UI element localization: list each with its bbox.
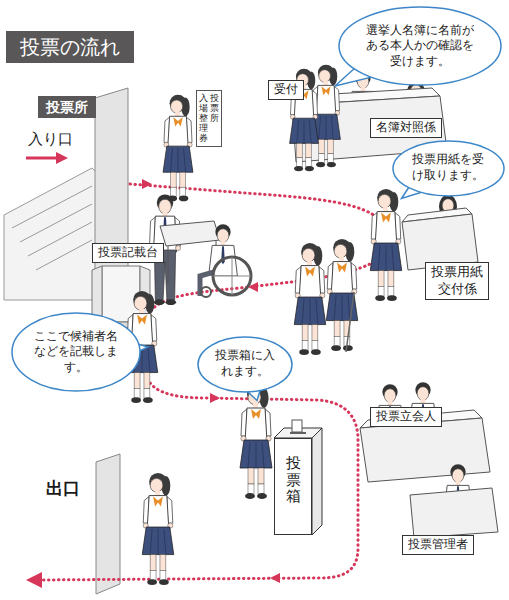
flow-arrow — [26, 572, 42, 588]
flow-arrow — [270, 573, 280, 583]
voter-figure — [142, 473, 173, 585]
assistance-area — [149, 194, 251, 305]
assistance-area — [168, 240, 216, 284]
voter-figure — [240, 385, 272, 499]
voter-figure — [370, 189, 401, 301]
role-name: 投票立会人 — [376, 409, 436, 425]
assistance-area — [160, 221, 220, 246]
speech-bubble: 投票箱に入れます。 — [197, 336, 293, 393]
walking-voters — [294, 239, 357, 355]
flow-arrow — [56, 152, 68, 164]
voter-figure — [370, 189, 401, 301]
flow-arrow — [26, 157, 58, 160]
bubble-text: 投票箱に入れます。 — [214, 348, 276, 379]
role-label: 投票記載台 — [92, 243, 164, 263]
witness-table — [360, 382, 490, 482]
ballot-box: 投票箱 — [274, 438, 312, 535]
manager-desk — [410, 464, 498, 538]
witness-table — [360, 418, 490, 482]
walking-voters — [294, 243, 325, 355]
entrance-stairs — [4, 168, 96, 300]
admission-ticket: 投票所入場整理券 — [196, 90, 222, 147]
bubble-text: 選挙人名簿に名前がある本人かの確認を受けます。 — [365, 23, 475, 70]
speech-bubble: 投票用紙を受け取ります。 — [392, 140, 505, 197]
title: 投票の流れ — [20, 34, 120, 60]
place-label: 投票所 — [38, 96, 96, 118]
bubble-outline — [339, 7, 501, 85]
flow-arrow — [210, 393, 220, 403]
role-name: 投票用紙交付係 — [431, 264, 483, 298]
exit-label-box: 出口 — [46, 478, 80, 498]
ballot-box-body — [312, 428, 322, 535]
entrance-stairs — [12, 186, 92, 270]
walking-voters — [346, 292, 354, 352]
speech-bubble: 選挙人名簿に名前がある本人かの確認を受けます。 — [338, 6, 502, 86]
voter-figure — [240, 385, 272, 499]
bubble-outline — [393, 141, 504, 196]
voter-figures — [163, 95, 193, 201]
bubble-outline — [198, 337, 292, 392]
entrance-stairs — [4, 168, 96, 300]
bubble-text: 投票用紙を受け取ります。 — [411, 152, 485, 183]
title-box: 投票の流れ — [6, 31, 134, 63]
entrance-label-box: 入り口 — [28, 130, 73, 148]
place-name: 投票所 — [46, 98, 88, 116]
role-label: 投票管理者 — [402, 535, 474, 555]
voter-figure — [142, 473, 173, 585]
role-label: 受付 — [268, 80, 304, 100]
assistance-area — [213, 257, 251, 295]
ballot-box-body — [292, 420, 302, 432]
ballot-box-text: 投票箱 — [286, 455, 301, 534]
role-label: 名簿対照係 — [370, 118, 442, 138]
assistance-area — [201, 287, 211, 297]
role-name: 投票管理者 — [408, 537, 468, 553]
bubble-text: ここで候補者名などを記載します。 — [33, 329, 119, 376]
flow-arrow — [26, 152, 280, 588]
ballot-paper-desk — [402, 208, 478, 270]
role-label: 投票用紙交付係 — [425, 262, 489, 300]
ticket-text: 入場整理券 — [199, 94, 208, 143]
walking-voters — [326, 239, 357, 351]
role-name: 投票記載台 — [98, 245, 158, 261]
speech-bubble: ここで候補者名などを記載します。 — [11, 312, 141, 392]
exit-wall — [96, 454, 120, 594]
voter-figures — [163, 65, 340, 202]
role-label: 投票立会人 — [370, 407, 442, 427]
assistance-area — [209, 224, 238, 276]
exit-label: 出口 — [46, 478, 80, 498]
assistance-area — [213, 257, 251, 295]
ballot-box-body — [274, 420, 322, 535]
entrance-label: 入り口 — [28, 130, 73, 148]
flow-arrow — [142, 179, 152, 189]
role-name: 名簿対照係 — [376, 120, 436, 136]
role-name: 受付 — [274, 82, 298, 98]
bubble-outline — [12, 313, 140, 391]
manager-desk — [410, 488, 498, 538]
exit-wall — [96, 454, 120, 594]
flow-arrow — [248, 282, 258, 292]
ticket-text: 投票所 — [210, 94, 219, 143]
